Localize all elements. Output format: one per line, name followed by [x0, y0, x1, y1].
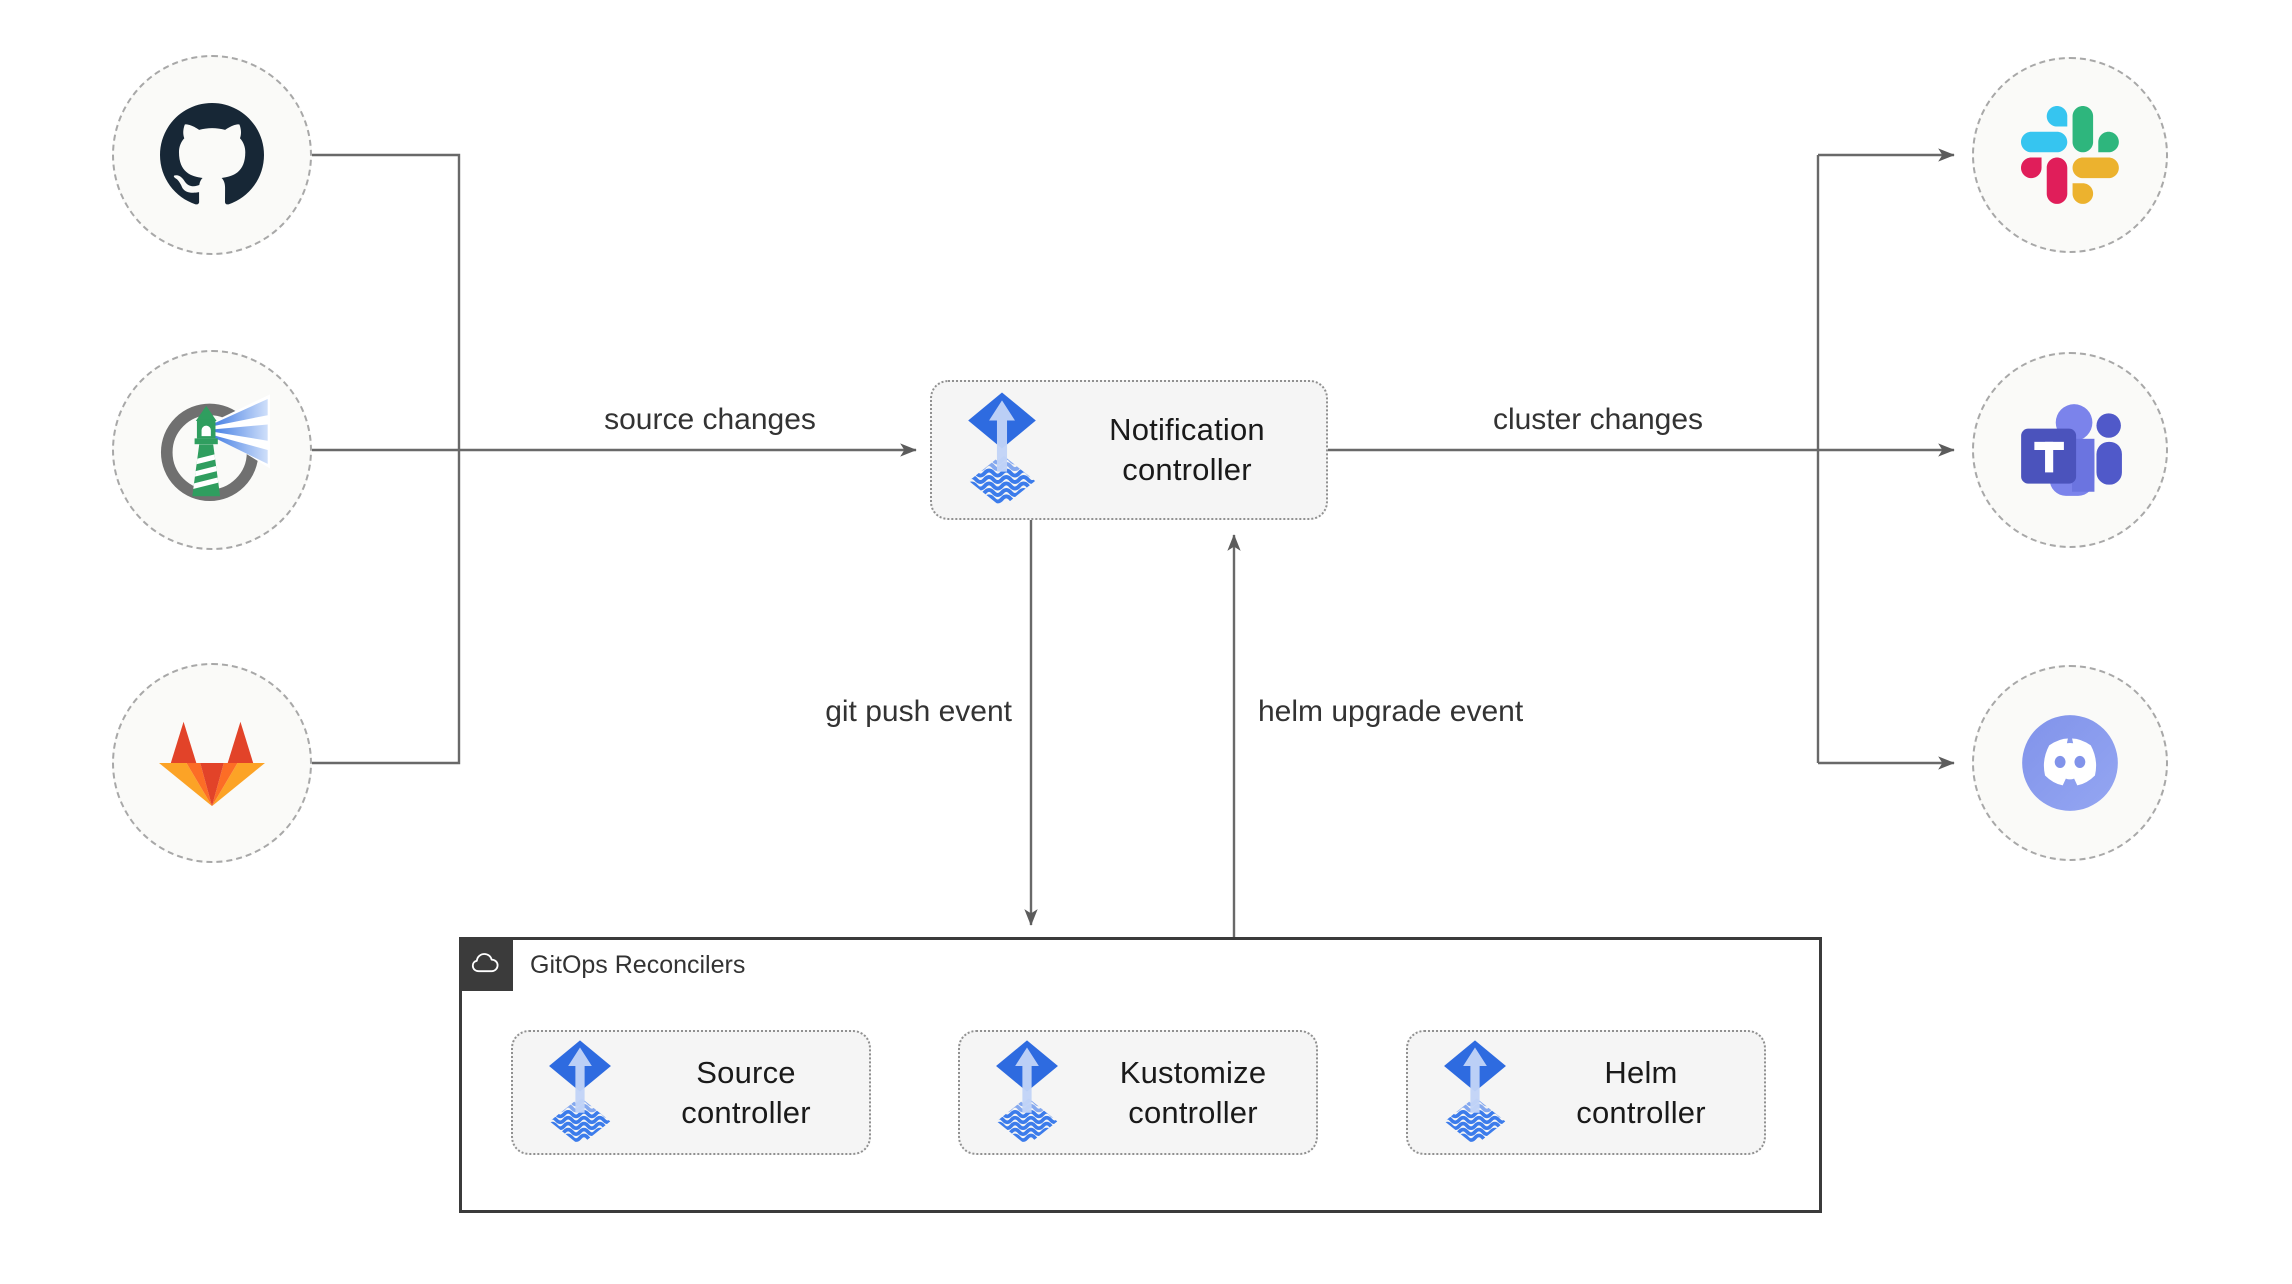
node-gitlab [112, 663, 312, 863]
source-controller-label: Source controller [681, 1054, 811, 1130]
helm-controller-label: Helm controller [1576, 1054, 1706, 1130]
kustomize-controller-label: Kustomize controller [1119, 1054, 1267, 1130]
node-microsoft-teams [1972, 352, 2168, 548]
flux-icon [1442, 1039, 1508, 1147]
helm-controller-box: Helm controller [1406, 1030, 1766, 1155]
microsoft-teams-icon [2021, 404, 2122, 496]
source-controller-box: Source controller [511, 1030, 871, 1155]
notification-controller-box: Notification controller [930, 380, 1328, 520]
edge-label-cluster-changes: cluster changes [1492, 403, 1704, 436]
edge-label-source-changes: source changes [604, 403, 816, 436]
node-discord [1972, 665, 2168, 861]
harbor-lighthouse-icon [160, 394, 270, 502]
edge-label-git-push-event: git push event [825, 695, 1012, 728]
notification-controller-label: Notification controller [1109, 412, 1265, 487]
gitlab-icon [159, 721, 265, 807]
slack-icon [2021, 106, 2119, 204]
node-slack [1972, 57, 2168, 253]
kustomize-controller-box: Kustomize controller [958, 1030, 1318, 1155]
flux-icon [966, 391, 1038, 509]
container-title: GitOps Reconcilers [530, 951, 746, 979]
container-badge [459, 937, 513, 991]
discord-icon [2022, 715, 2118, 811]
github-icon [160, 103, 264, 205]
cloud-icon [471, 953, 499, 973]
node-github [112, 55, 312, 255]
node-harbor [112, 350, 312, 550]
flux-icon [994, 1039, 1060, 1147]
edge-label-helm-upgrade-event: helm upgrade event [1258, 695, 1524, 728]
flux-icon [547, 1039, 613, 1147]
gitops-reconcilers-container: GitOps Reconcilers Source controller Kus… [459, 937, 1822, 1213]
